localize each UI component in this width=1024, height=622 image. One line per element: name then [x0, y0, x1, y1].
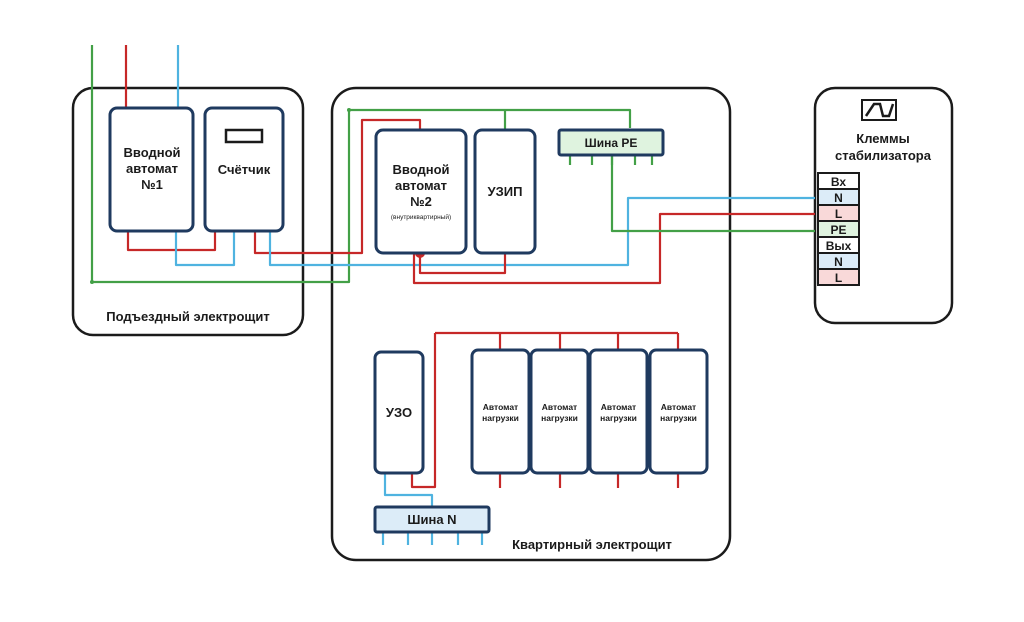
load-breaker: Автомат нагрузки — [470, 348, 531, 475]
neutral-breaker1-meter-wire — [174, 231, 236, 267]
main-breaker-1: Вводной автомат №1 — [108, 106, 195, 233]
n-bus: Шина N — [373, 505, 491, 534]
svg-text:(внутриквартирный): (внутриквартирный) — [391, 213, 451, 221]
pe-bus: Шина PE — [557, 128, 665, 157]
svg-text:автомат: автомат — [126, 161, 178, 176]
svg-text:№2: №2 — [410, 194, 432, 209]
spd: УЗИП — [473, 128, 537, 255]
svg-text:Шина PE: Шина PE — [585, 136, 638, 150]
meter-display-icon — [224, 128, 264, 144]
phase-to-stabilizer-wire — [412, 212, 815, 285]
phase-breaker2-spd-wire — [418, 253, 507, 275]
svg-text:Шина N: Шина N — [407, 512, 456, 527]
apartment-panel-label: Квартирный электрощит — [512, 537, 672, 552]
rcd: УЗО — [373, 350, 425, 475]
main-breaker-2: Вводной автомат №2 (внутриквартирный) — [374, 128, 468, 255]
svg-text:Автомат: Автомат — [542, 402, 577, 412]
svg-text:№1: №1 — [141, 177, 163, 192]
n-bus-stubs — [381, 532, 484, 545]
svg-text:N: N — [834, 191, 843, 205]
load-phase-drops — [498, 333, 680, 350]
svg-text:УЗИП: УЗИП — [488, 184, 523, 199]
junction-dot — [90, 280, 94, 284]
svg-text:PE: PE — [830, 223, 846, 237]
rcd-neutral-wire — [383, 473, 434, 507]
phase-meter-breaker2-wire — [253, 118, 422, 255]
svg-text:Автомат: Автомат — [483, 402, 518, 412]
pe-bus-stubs — [568, 155, 654, 165]
svg-text:нагрузки: нагрузки — [482, 413, 519, 423]
svg-text:нагрузки: нагрузки — [660, 413, 697, 423]
load-output-stubs — [498, 473, 680, 488]
stabilizer-terminal-block: Вх N L PE Вых N L — [817, 172, 860, 286]
svg-text:Вых: Вых — [826, 239, 852, 253]
entrance-panel-label: Подъездный электрощит — [106, 309, 269, 324]
terminal-out-l — [817, 268, 860, 286]
junction-dot — [347, 108, 351, 112]
svg-text:N: N — [834, 255, 843, 269]
svg-text:нагрузки: нагрузки — [600, 413, 637, 423]
svg-text:УЗО: УЗО — [386, 405, 412, 420]
meter: Счётчик — [203, 106, 285, 233]
svg-text:Вводной: Вводной — [123, 145, 180, 160]
neutral-to-stabilizer-wire — [268, 196, 815, 267]
earth-to-stabilizer-wire — [610, 155, 815, 233]
svg-text:L: L — [835, 271, 842, 285]
phase-to-rcd-wire — [410, 333, 437, 489]
load-breaker: Автомат нагрузки — [588, 348, 649, 475]
svg-text:L: L — [835, 207, 842, 221]
svg-text:Автомат: Автомат — [661, 402, 696, 412]
load-breaker: Автомат нагрузки — [529, 348, 590, 475]
phase-breaker1-meter-wire — [126, 231, 217, 252]
svg-text:автомат: автомат — [395, 178, 447, 193]
load-breaker: Автомат нагрузки — [648, 348, 709, 475]
svg-text:Вх: Вх — [831, 175, 847, 189]
svg-text:Автомат: Автомат — [601, 402, 636, 412]
earth-feed-wire — [90, 45, 632, 284]
stabilizer-icon — [861, 99, 897, 121]
svg-text:Счётчик: Счётчик — [218, 162, 271, 177]
stabilizer-label-line1: Клеммы — [856, 131, 909, 146]
svg-text:Вводной: Вводной — [392, 162, 449, 177]
stabilizer-label-line2: стабилизатора — [835, 148, 932, 163]
svg-text:нагрузки: нагрузки — [541, 413, 578, 423]
